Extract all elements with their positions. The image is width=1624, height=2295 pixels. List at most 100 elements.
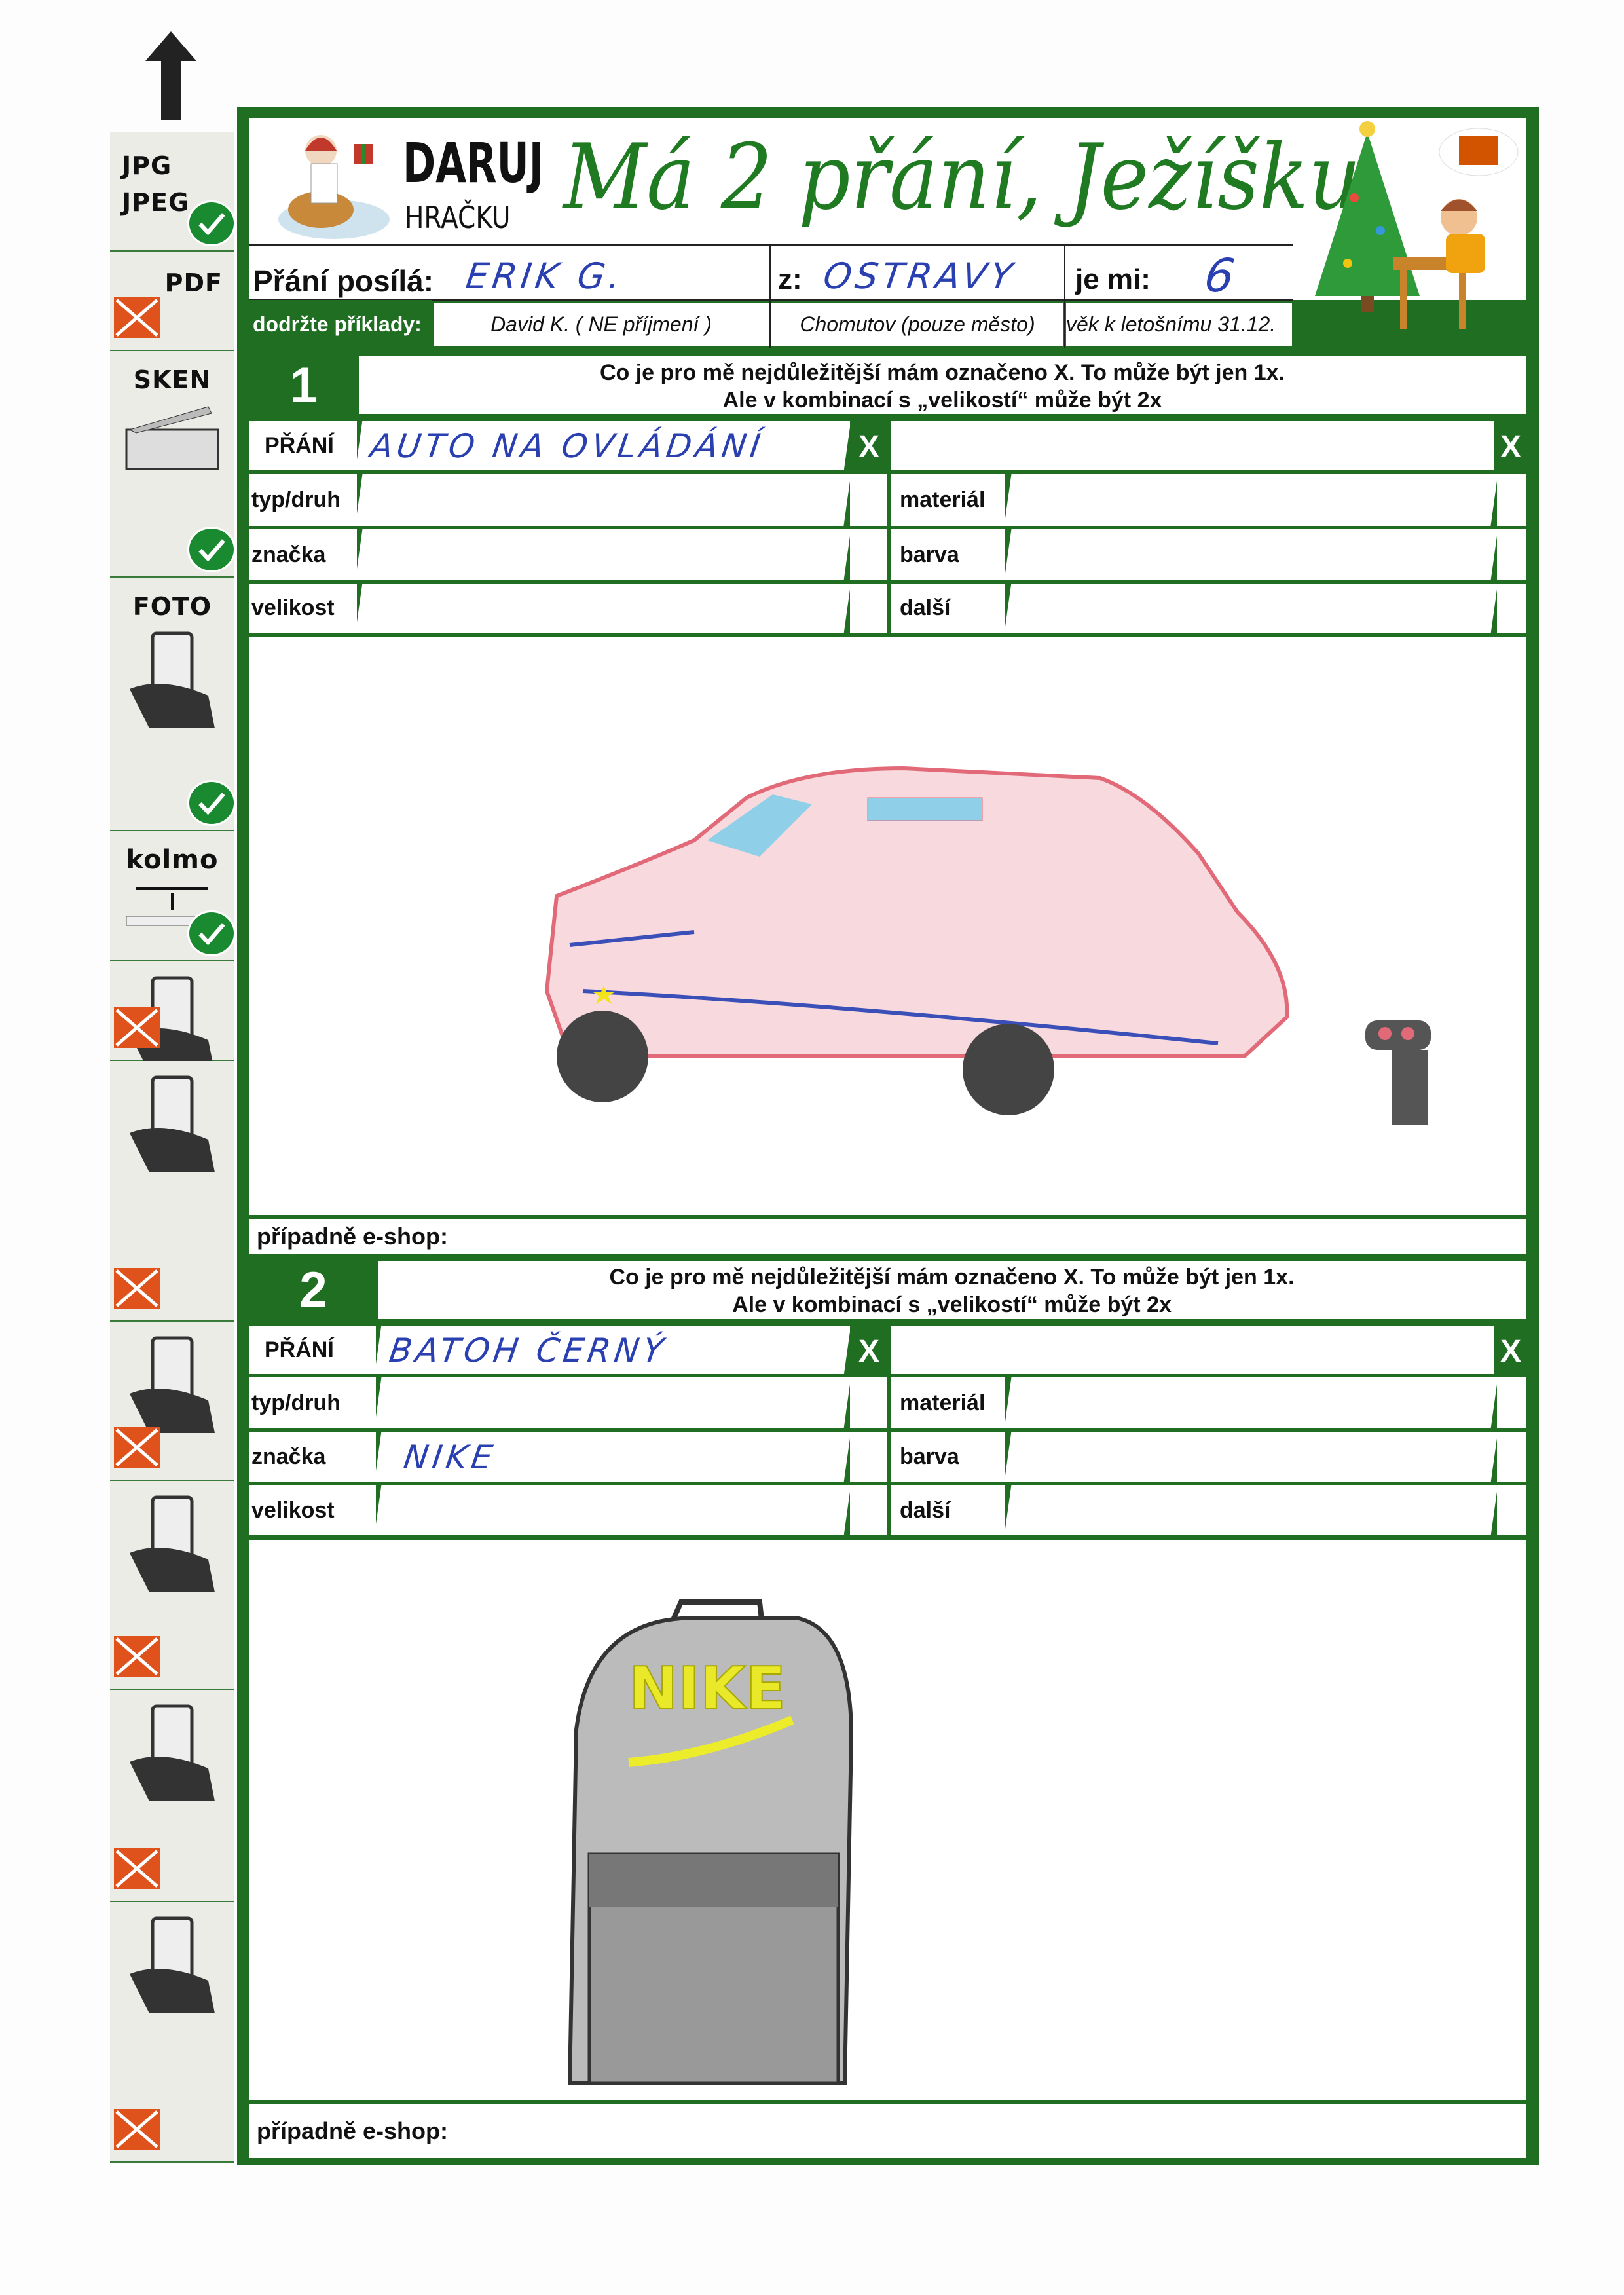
field-value-wish-alt[interactable]: [891, 421, 1494, 470]
field-value-brand[interactable]: NIKE: [374, 1432, 851, 1482]
priority-checkbox[interactable]: [850, 1432, 887, 1482]
from-value[interactable]: OSTRAVY: [821, 255, 1019, 297]
priority-x-right[interactable]: X: [1496, 1326, 1526, 1376]
field-value-color[interactable]: [1004, 1432, 1498, 1482]
divider: [769, 246, 771, 348]
priority-checkbox[interactable]: [850, 1377, 887, 1428]
divider: [249, 244, 1293, 246]
priority-x-left[interactable]: X: [850, 1326, 888, 1376]
eshop-label: případně e-shop:: [249, 2104, 1526, 2158]
priority-checkbox[interactable]: [1497, 1432, 1526, 1482]
field-value-other[interactable]: [1004, 1485, 1498, 1535]
backpack-logo-text: NIKE: [628, 1654, 786, 1724]
from-label: z:: [778, 263, 802, 295]
sidebar-item-scan: SKEN: [110, 351, 236, 578]
field-value-other[interactable]: [1004, 584, 1498, 633]
sidebar-label: FOTO: [132, 592, 212, 621]
photo-method-illustration-icon: [130, 1704, 215, 1801]
age-label: je mi:: [1075, 263, 1151, 295]
cross-icon: [114, 1007, 160, 1048]
page-title: Má 2 přání, Ježíšku: [563, 124, 1361, 230]
field-value-wish-alt[interactable]: [891, 1326, 1494, 1374]
field-label-material: materiál: [891, 474, 1005, 526]
field-label-type: typ/druh: [249, 474, 357, 526]
sidebar-label: PDF: [164, 269, 223, 297]
priority-checkbox[interactable]: [850, 529, 887, 580]
sidebar-label: JPG JPEG: [122, 151, 190, 217]
santa-logo-icon: [278, 135, 390, 239]
logo-hracku: HRAČKU: [405, 200, 511, 235]
field-label-size: velikost: [249, 584, 357, 633]
field-label-wish: PŘÁNÍ: [249, 421, 357, 470]
eshop-label: případně e-shop:: [249, 1219, 1526, 1254]
field-value-size[interactable]: [374, 1485, 851, 1535]
field-value-size[interactable]: [355, 584, 851, 633]
field-label-other: další: [891, 584, 1005, 633]
drawing-area: [249, 637, 1526, 1215]
field-value-type[interactable]: [374, 1377, 851, 1428]
priority-checkbox[interactable]: [850, 1485, 887, 1535]
instruction-line: Ale v kombinací s „velikostí“ může být 2…: [732, 1292, 1172, 1317]
divider: [249, 299, 1293, 301]
sidebar-item-jpg: JPG JPEG: [110, 132, 236, 252]
divider: [1064, 246, 1065, 348]
priority-x-right[interactable]: X: [1496, 421, 1526, 472]
field-value-material[interactable]: [1004, 1377, 1498, 1428]
logo-daruj: DARUJ: [403, 131, 544, 195]
photo-method-illustration-icon: [125, 406, 219, 470]
sidebar-label: SKEN: [133, 365, 212, 394]
photo-method-illustration-icon: [130, 631, 215, 728]
priority-checkbox[interactable]: [1497, 529, 1526, 580]
example-age: věk k letošnímu 31.12.: [1066, 303, 1292, 346]
field-label-brand: značka: [249, 529, 357, 580]
field-label-color: barva: [891, 529, 1005, 580]
field-value-material[interactable]: [1004, 474, 1498, 526]
sidebar-item-photo-angled: [110, 1061, 234, 1322]
field-value-type[interactable]: [355, 474, 851, 526]
field-value-brand[interactable]: [355, 529, 851, 580]
field-label-wish: PŘÁNÍ: [249, 1326, 376, 1374]
arrow-up-icon: [145, 31, 196, 120]
priority-checkbox[interactable]: [1497, 1377, 1526, 1428]
check-icon: [187, 910, 236, 956]
instruction-line: Co je pro mě nejdůležitější mám označeno…: [609, 1265, 1295, 1290]
sidebar-item-pdf: PDF: [110, 252, 234, 351]
field-label-color: barva: [891, 1432, 1005, 1482]
examples-label: dodržte příklady:: [249, 300, 432, 348]
priority-checkbox[interactable]: [1497, 474, 1526, 526]
sidebar-item-tilted-right: [110, 1902, 234, 2163]
priority-checkbox[interactable]: [850, 474, 887, 526]
priority-checkbox[interactable]: [1497, 1485, 1526, 1535]
photo-method-illustration-icon: [130, 1916, 215, 2013]
field-label-material: materiál: [891, 1377, 1005, 1428]
wish-instructions: Co je pro mě nejdůležitější mám označeno…: [378, 1261, 1526, 1319]
field-value-color[interactable]: [1004, 529, 1498, 580]
instruction-line: Ale v kombinací s „velikostí“ může být 2…: [722, 388, 1162, 413]
priority-x-left[interactable]: X: [850, 421, 888, 472]
cross-icon: [114, 1268, 160, 1309]
sidebar-item-tilted-left: [110, 1690, 234, 1902]
wish-number: 1: [289, 357, 318, 413]
instruction-line: Co je pro mě nejdůležitější mám označeno…: [599, 360, 1285, 385]
field-value-wish[interactable]: BATOH ČERNÝ: [374, 1326, 851, 1374]
field-label-type: typ/druh: [249, 1377, 376, 1428]
wish-instructions: Co je pro mě nejdůležitější mám označeno…: [359, 356, 1526, 414]
sender-value[interactable]: ERIK G.: [463, 255, 627, 297]
cross-icon: [114, 1636, 160, 1677]
field-label-size: velikost: [249, 1485, 376, 1535]
sidebar-item-perpendicular: kolmo: [110, 831, 236, 961]
field-label-brand: značka: [249, 1432, 376, 1482]
photo-method-illustration-icon: [130, 1495, 215, 1592]
priority-checkbox[interactable]: [850, 584, 887, 633]
wish-number: 2: [299, 1262, 327, 1318]
priority-checkbox[interactable]: [1497, 584, 1526, 633]
sidebar-item-photo: FOTO: [110, 578, 236, 831]
sender-label: Přání posílá:: [253, 264, 434, 298]
field-value-wish[interactable]: AUTO NA OVLÁDÁNÍ: [355, 421, 851, 470]
photo-method-illustration-icon: [130, 1336, 215, 1433]
field-label-other: další: [891, 1485, 1005, 1535]
sidebar-item-tilted: [110, 961, 234, 1073]
sidebar-item-photo-far: [110, 1481, 234, 1690]
cross-icon: [114, 2109, 160, 2150]
christmas-tree-boy-illustration: [1315, 121, 1519, 329]
